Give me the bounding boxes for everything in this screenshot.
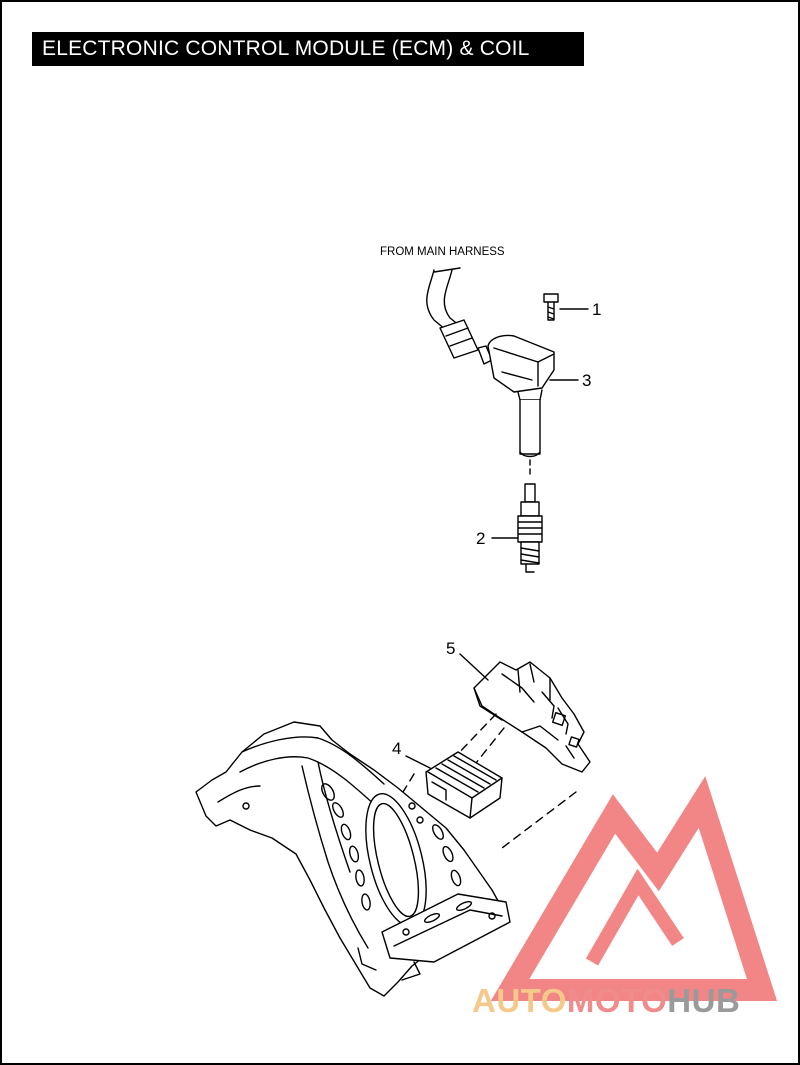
- callout-3: 3: [582, 371, 591, 390]
- leader-5: [459, 653, 489, 681]
- frame-support: [195, 721, 511, 997]
- callout-2: 2: [476, 529, 485, 548]
- leader-4: [405, 755, 431, 769]
- ecm-bracket: [473, 661, 591, 773]
- callout-5: 5: [446, 639, 455, 658]
- watermark-logo-icon: [490, 776, 778, 1001]
- ignition-coil: [487, 334, 555, 458]
- callout-1: 1: [592, 300, 601, 319]
- spark-plug: [517, 483, 543, 573]
- watermark-moto: MOTO: [566, 982, 668, 1019]
- mounting-bolt: [543, 293, 559, 321]
- watermark-text: AUTOMOTOHUB: [472, 982, 800, 1020]
- harness-note: FROM MAIN HARNESS: [380, 246, 505, 258]
- watermark-auto: AUTO: [472, 982, 567, 1019]
- ecm-module: [425, 751, 503, 819]
- watermark-hub: HUB: [667, 982, 741, 1019]
- harness-wire: [426, 267, 461, 331]
- harness-connector: [439, 319, 493, 365]
- page-title: ELECTRONIC CONTROL MODULE (ECM) & COIL: [32, 32, 584, 66]
- callout-4: 4: [392, 739, 401, 758]
